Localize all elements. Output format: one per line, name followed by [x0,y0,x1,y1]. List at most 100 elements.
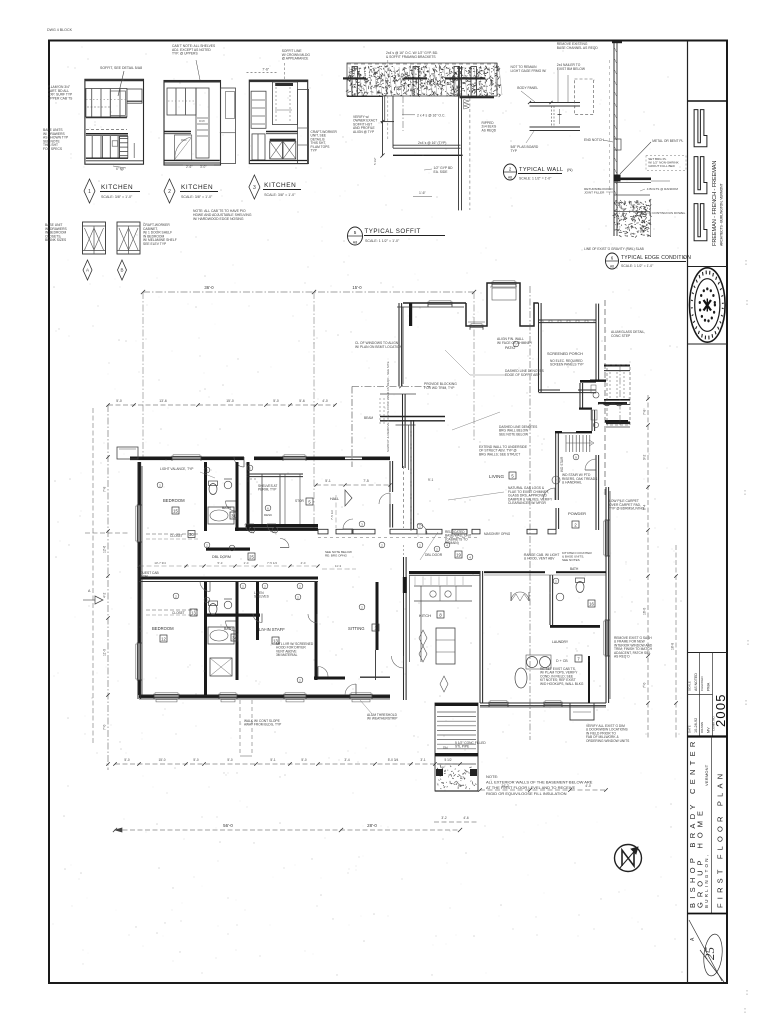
svg-text:4'-0: 4'-0 [585,784,591,788]
svg-text:7'-0: 7'-0 [103,724,107,730]
svg-text:AWAY FROM BLDG, TYP: AWAY FROM BLDG, TYP [244,723,281,727]
svg-text:IN BEDROOM: IN BEDROOM [45,231,67,235]
svg-text:GROUT FULL BED: GROUT FULL BED [648,164,675,168]
svg-text:DATE: DATE [688,725,692,733]
svg-text:18'-8: 18'-8 [671,643,675,650]
svg-text:DWG 4 BLOCK: DWG 4 BLOCK [47,28,73,32]
svg-text:THIS SHT: THIS SHT [43,143,58,147]
svg-text:5'-0: 5'-0 [301,758,306,762]
svg-text:LIVING: LIVING [489,474,504,479]
svg-text:SEE ELEV TYP: SEE ELEV TYP [143,242,167,246]
svg-text:5'-0: 5'-0 [193,758,198,762]
svg-text:SET BRG PL: SET BRG PL [648,157,666,161]
svg-text:ALL EXTERIOR WALLS OF THE BASE: ALL EXTERIOR WALLS OF THE BASEMENT BELOW… [486,780,593,785]
svg-text:A: A [690,937,696,941]
svg-text:CRAFT-WORKER: CRAFT-WORKER [143,223,170,227]
svg-text:HOOD FOR DRYER: HOOD FOR DRYER [276,646,306,650]
svg-text:7'-6": 7'-6" [262,68,270,72]
svg-text:15: 15 [173,508,178,513]
svg-text:HALL: HALL [330,497,339,501]
svg-text:SHELVES AT: SHELVES AT [258,484,277,488]
svg-text:7: 7 [515,342,517,346]
svg-text:AS REQ`D: AS REQ`D [614,655,630,659]
svg-text:13'-6: 13'-6 [159,399,167,403]
svg-text:4: 4 [469,555,471,559]
svg-text:SAWCUT & REMOVE EXISTG CONC WA: SAWCUT & REMOVE EXISTG CONC WALK AS REQD… [386,361,390,452]
svg-text:AS REQD: AS REQD [482,128,497,132]
svg-text:SCALE: 3/8" = 1'-0": SCALE: 3/8" = 1'-0" [264,193,296,197]
svg-text:14'-2: 14'-2 [501,784,509,788]
svg-text:2: 2 [159,483,161,487]
svg-text:DASHED LINE DENOTES: DASHED LINE DENOTES [505,369,545,373]
svg-text:LINEN: LINEN [254,591,264,595]
svg-text:WD STAIR: WD STAIR [560,456,564,472]
svg-text:W/ MELAMINE SHELF: W/ MELAMINE SHELF [143,238,177,242]
svg-text:MV: MV [707,727,711,733]
svg-text:3'-4: 3'-4 [344,758,349,762]
svg-text:5'-3: 5'-3 [218,561,223,565]
svg-text:5'-0: 5'-0 [227,758,232,762]
svg-text:VERMONT: VERMONT [704,764,709,786]
svg-text:2: 2 [574,522,577,527]
svg-text:W/ DRAWERS: W/ DRAWERS [45,227,67,231]
svg-text:BASE UNIT: BASE UNIT [45,223,62,227]
svg-text:W/ 1 DOOR SHELF: W/ 1 DOOR SHELF [143,231,172,235]
svg-text:JOINT FILLER: JOINT FILLER [584,191,605,195]
svg-text:6'-4: 6'-4 [643,504,647,510]
svg-text:6" typ: 6" typ [116,167,124,171]
svg-text:REMOVE EXISTING: REMOVE EXISTING [557,42,588,46]
svg-text:EXIST BM BELOW: EXIST BM BELOW [557,67,586,71]
svg-text:3: 3 [253,185,256,191]
svg-text:FOR SPECS: FOR SPECS [43,147,63,151]
svg-text:CLOSET: CLOSET [170,534,183,538]
svg-text:WALK W/ CONT SLOPE: WALK W/ CONT SLOPE [244,719,281,723]
svg-text:6: 6 [267,506,269,510]
svg-text:LIGHT GAGE FRMG W/: LIGHT GAGE FRMG W/ [511,69,547,73]
svg-text:@ APPEARANCE: @ APPEARANCE [282,57,309,61]
svg-text:CONC STEP: CONC STEP [611,334,631,338]
svg-text:3'-1: 3'-1 [420,758,425,762]
svg-text:& HOOD, VENT ABV: & HOOD, VENT ABV [524,557,555,561]
svg-text:FIRST FLOOR PLAN: FIRST FLOOR PLAN [716,770,725,908]
svg-text:ALIGN @ TYP: ALIGN @ TYP [353,130,374,134]
svg-text:HDWE AND ADJUSTABLE SHELVING: HDWE AND ADJUSTABLE SHELVING [193,213,252,217]
svg-text:EA. SIDE: EA. SIDE [434,170,449,174]
svg-text:CONTINUOUS DOWEL: CONTINUOUS DOWEL [652,211,685,215]
svg-text:7'-5 1/4: 7'-5 1/4 [267,561,277,565]
svg-text:EDGE OF SOFFIT ABV: EDGE OF SOFFIT ABV [505,373,541,377]
svg-text:STL PIPE: STL PIPE [455,745,470,749]
svg-text:PROVIDE BLOCKING: PROVIDE BLOCKING [424,382,457,386]
svg-text:2x4 NAILER TO: 2x4 NAILER TO [557,63,581,67]
svg-text:PERIM, TYP: PERIM, TYP [258,488,276,492]
svg-text:UPPER CAB`TS: UPPER CAB`TS [48,96,73,100]
svg-text:REMAIN): REMAIN) [445,541,459,545]
svg-text:FAB OF MILLWORK &: FAB OF MILLWORK & [586,735,619,739]
svg-text:RE-SET EXIST CAB`TS,: RE-SET EXIST CAB`TS, [540,667,576,671]
svg-text:NOTE: ALL CAB`TS TO HAVE PIO: NOTE: ALL CAB`TS TO HAVE PIO [193,209,246,213]
svg-text:RANGE CAB. W/ LIGHT: RANGE CAB. W/ LIGHT [524,553,559,557]
svg-text:5'-0: 5'-0 [116,399,122,403]
svg-text:2'-6": 2'-6" [186,165,192,169]
svg-text:ALUM/GLASS DETAIL,: ALUM/GLASS DETAIL, [611,330,645,334]
svg-text:W/ P.LAM TOPS, VERIFY: W/ P.LAM TOPS, VERIFY [540,671,578,675]
svg-text:VENT ABOVE: VENT ABOVE [276,649,297,653]
svg-text:W/ WEATHERSTRIP: W/ WEATHERSTRIP [367,717,397,721]
svg-text:A8: A8 [508,176,512,180]
svg-text:BISHOP BRADY CENTER: BISHOP BRADY CENTER [688,737,697,908]
svg-text:34: 34 [232,635,237,640]
svg-text:5'-0: 5'-0 [124,758,129,762]
svg-text:8: 8 [439,612,442,617]
svg-text:SCREENED PORCH: SCREENED PORCH [547,352,583,356]
svg-text:BRG WALL BELOW: BRG WALL BELOW [499,429,529,433]
svg-text:2x4 BLKG: 2x4 BLKG [482,125,497,129]
svg-text:10-28-92: 10-28-92 [694,718,698,733]
svg-text:TYPICAL EDGE CONDITION: TYPICAL EDGE CONDITION [621,255,691,261]
svg-text:2: 2 [206,598,208,602]
svg-text:7'-5: 7'-5 [363,479,369,483]
svg-text:AND PROFILE: AND PROFILE [353,126,376,130]
svg-text:REF: REF [181,138,187,142]
svg-text:TYP: TYP [311,149,317,153]
svg-text:7'-8: 7'-8 [103,486,107,492]
svg-text:BODY PANEL: BODY PANEL [517,86,538,90]
svg-text:5'-0 3/4: 5'-0 3/4 [388,758,399,762]
